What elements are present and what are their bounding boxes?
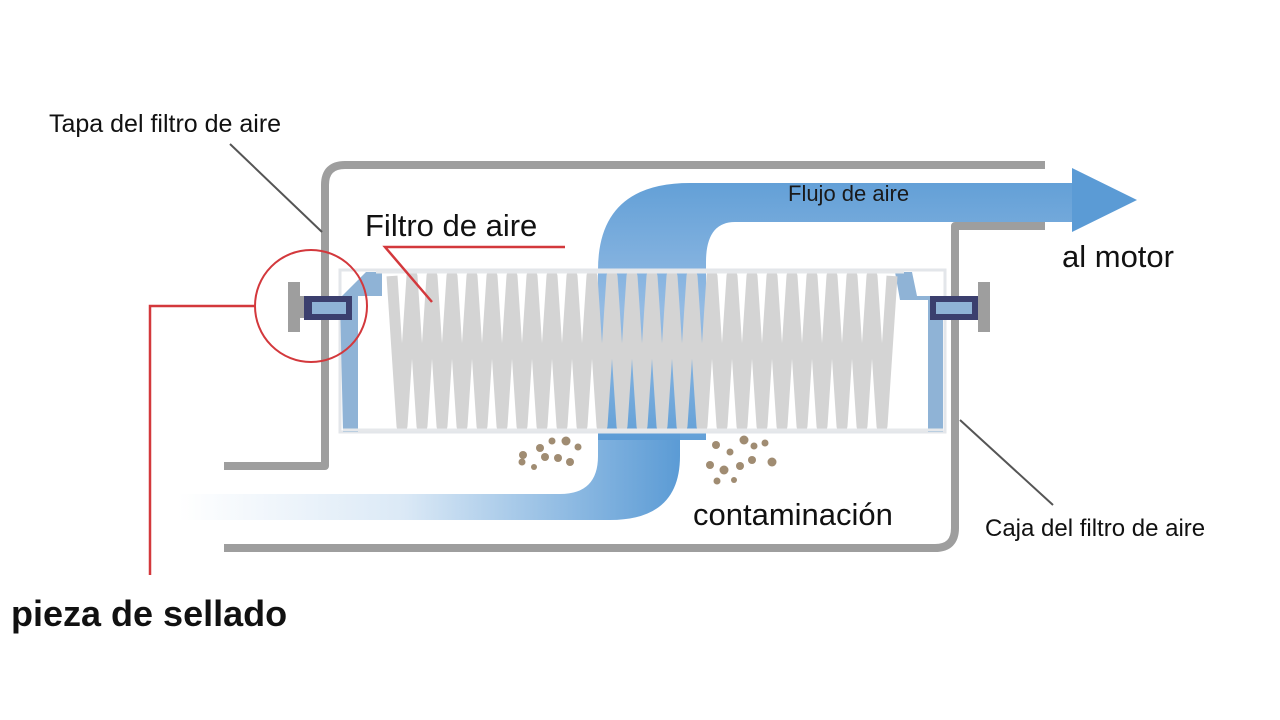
label-to-motor: al motor <box>1062 239 1174 274</box>
label-airflow: Flujo de aire <box>788 181 910 206</box>
airflow-arrowhead-icon <box>1072 168 1137 232</box>
label-air-filter: Filtro de aire <box>365 208 538 243</box>
leader-seal <box>148 304 256 575</box>
seal-right-insert <box>936 302 972 314</box>
filter-pleats <box>386 270 898 432</box>
label-contamination: contaminación <box>693 497 893 532</box>
filter-frame <box>338 268 947 434</box>
leader-lines <box>148 143 1054 575</box>
label-air-filter-box: Caja del filtro de aire <box>985 515 1206 542</box>
airflow-inflow <box>178 430 680 520</box>
air-filter-housing <box>224 161 1045 552</box>
housing-top-wall <box>224 161 1045 470</box>
label-sealing-part: pieza de sellado <box>11 593 288 634</box>
seal-left-insert <box>312 302 346 314</box>
housing-bottom-wall <box>224 222 1045 552</box>
leader-filter <box>382 245 565 303</box>
leader-lid <box>229 143 323 233</box>
leader-box <box>959 419 1054 506</box>
seal-right <box>930 282 990 332</box>
seal-left <box>288 282 352 332</box>
seal-highlight-circle <box>254 249 368 363</box>
contamination-particles <box>518 435 777 485</box>
label-air-filter-lid: Tapa del filtro de aire <box>49 110 282 138</box>
